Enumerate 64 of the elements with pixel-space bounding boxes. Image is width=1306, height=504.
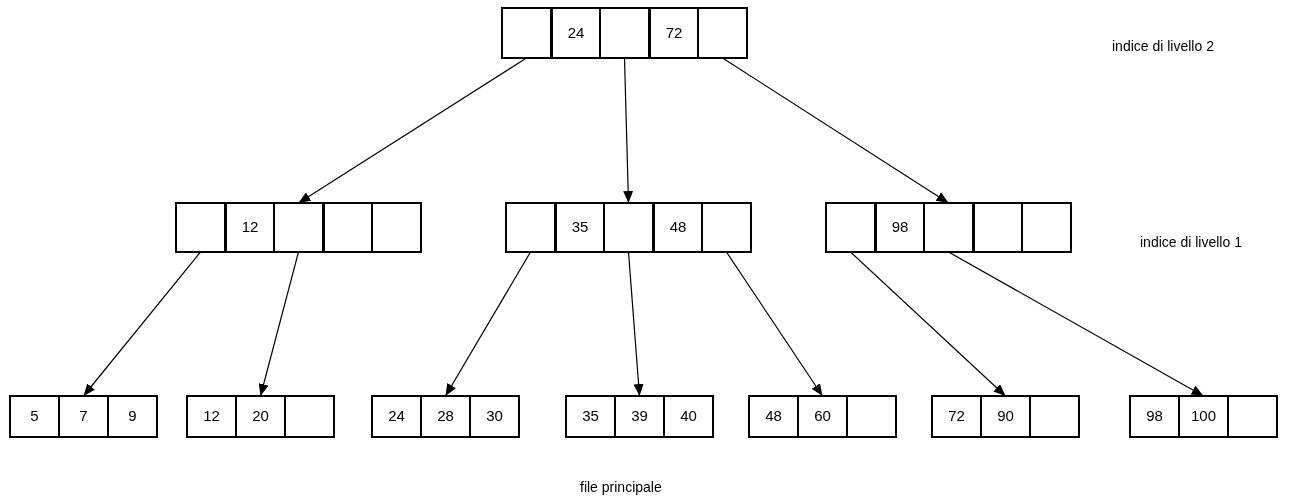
key-cell: 28 bbox=[421, 396, 470, 437]
pointer-cell bbox=[1030, 396, 1079, 437]
pointer-cell bbox=[702, 203, 751, 252]
key-cell: 60 bbox=[798, 396, 847, 437]
key-cell: 72 bbox=[932, 396, 981, 437]
key-cell: 7 bbox=[59, 396, 108, 437]
key-cell: 9 bbox=[108, 396, 157, 437]
key-cell: 100 bbox=[1179, 396, 1228, 437]
pointer-cell bbox=[973, 203, 1022, 252]
index-record bbox=[825, 202, 1072, 253]
arrow bbox=[444, 251, 532, 397]
arrow bbox=[258, 251, 300, 397]
pointer-cell bbox=[502, 8, 551, 58]
key-cell: 98 bbox=[1130, 396, 1179, 437]
pointer-cell bbox=[506, 203, 555, 252]
data-record bbox=[1129, 395, 1278, 438]
key-cell: 72 bbox=[649, 8, 698, 58]
key-cell: 40 bbox=[664, 396, 713, 437]
pointer-cell bbox=[924, 203, 973, 252]
key-cell: 12 bbox=[187, 396, 236, 437]
data-record bbox=[9, 395, 158, 438]
data-record bbox=[931, 395, 1080, 438]
pointer-cell bbox=[600, 8, 649, 58]
pointer-cell bbox=[372, 203, 421, 252]
key-cell: 48 bbox=[653, 203, 702, 252]
arrow bbox=[627, 251, 644, 397]
index-record bbox=[175, 202, 422, 253]
pointer-cell bbox=[323, 203, 372, 252]
data-record bbox=[371, 395, 520, 438]
data-record bbox=[186, 395, 335, 438]
level-label: file principale bbox=[580, 478, 662, 497]
key-cell: 39 bbox=[615, 396, 664, 437]
index-record bbox=[501, 7, 748, 59]
key-cell: 24 bbox=[551, 8, 600, 58]
arrow bbox=[82, 251, 202, 397]
key-cell: 12 bbox=[225, 203, 274, 252]
key-cell: 35 bbox=[555, 203, 604, 252]
pointer-cell bbox=[604, 203, 653, 252]
key-cell: 35 bbox=[566, 396, 615, 437]
arrow bbox=[721, 57, 950, 204]
level-label: indice di livello 1 bbox=[1140, 233, 1242, 252]
arrow bbox=[725, 251, 824, 397]
key-cell: 24 bbox=[372, 396, 421, 437]
arrow bbox=[297, 57, 528, 204]
arrow bbox=[623, 57, 634, 204]
pointer-cell bbox=[698, 8, 747, 58]
index-record bbox=[505, 202, 752, 253]
pointer-cell bbox=[274, 203, 323, 252]
pointer-cell bbox=[826, 203, 875, 252]
key-cell: 48 bbox=[749, 396, 798, 437]
key-cell: 20 bbox=[236, 396, 285, 437]
data-record bbox=[565, 395, 714, 438]
level-label: indice di livello 2 bbox=[1112, 37, 1214, 56]
key-cell: 5 bbox=[10, 396, 59, 437]
pointer-cell bbox=[1228, 396, 1277, 437]
key-cell: 98 bbox=[875, 203, 924, 252]
arrow bbox=[849, 251, 1007, 397]
pointer-cell bbox=[285, 396, 334, 437]
key-cell: 90 bbox=[981, 396, 1030, 437]
data-record bbox=[748, 395, 897, 438]
pointer-cell bbox=[1022, 203, 1071, 252]
pointer-cell bbox=[176, 203, 225, 252]
pointer-cell bbox=[847, 396, 896, 437]
key-cell: 30 bbox=[470, 396, 519, 437]
